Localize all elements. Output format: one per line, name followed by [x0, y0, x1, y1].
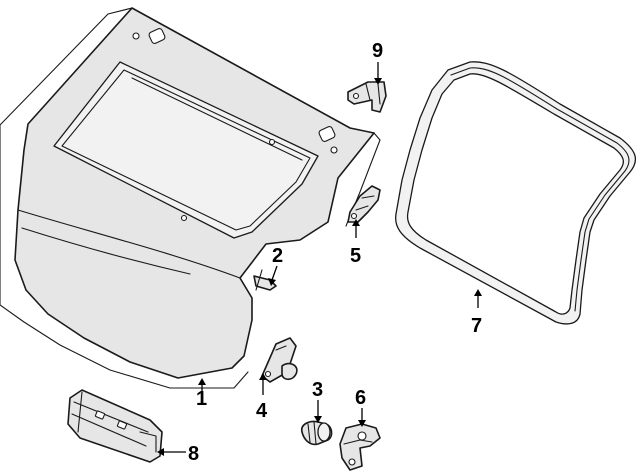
callout-5: 5: [350, 245, 361, 267]
callout-7: 7: [471, 315, 482, 337]
arrow-5: [352, 219, 360, 226]
callout-3: 3: [312, 379, 323, 401]
arrow-8: [157, 448, 164, 456]
arrow-3: [314, 416, 322, 423]
leader-2: [271, 265, 278, 281]
callout-6: 6: [355, 387, 366, 409]
arrow-4: [259, 373, 267, 380]
callout-4: 4: [256, 400, 268, 422]
lock-cylinder[interactable]: [300, 420, 333, 446]
liftgate-panel[interactable]: [0, 7, 381, 389]
arrow-1: [198, 378, 206, 385]
striker-bracket[interactable]: [261, 337, 298, 383]
arrow-7: [474, 289, 482, 296]
weatherstrip-seal[interactable]: [394, 61, 637, 325]
callout-1: 1: [196, 388, 207, 410]
arrow-6: [358, 420, 366, 427]
handle-assembly[interactable]: [67, 389, 163, 463]
hinge-lower[interactable]: [347, 185, 381, 223]
arrow-9: [374, 78, 382, 85]
hinge-upper[interactable]: [347, 81, 387, 113]
latch-actuator[interactable]: [339, 423, 381, 471]
clip-part[interactable]: [253, 269, 277, 291]
callout-2: 2: [272, 245, 283, 267]
arrow-2: [268, 278, 276, 286]
callout-8: 8: [188, 443, 199, 465]
callout-9: 9: [372, 40, 383, 62]
